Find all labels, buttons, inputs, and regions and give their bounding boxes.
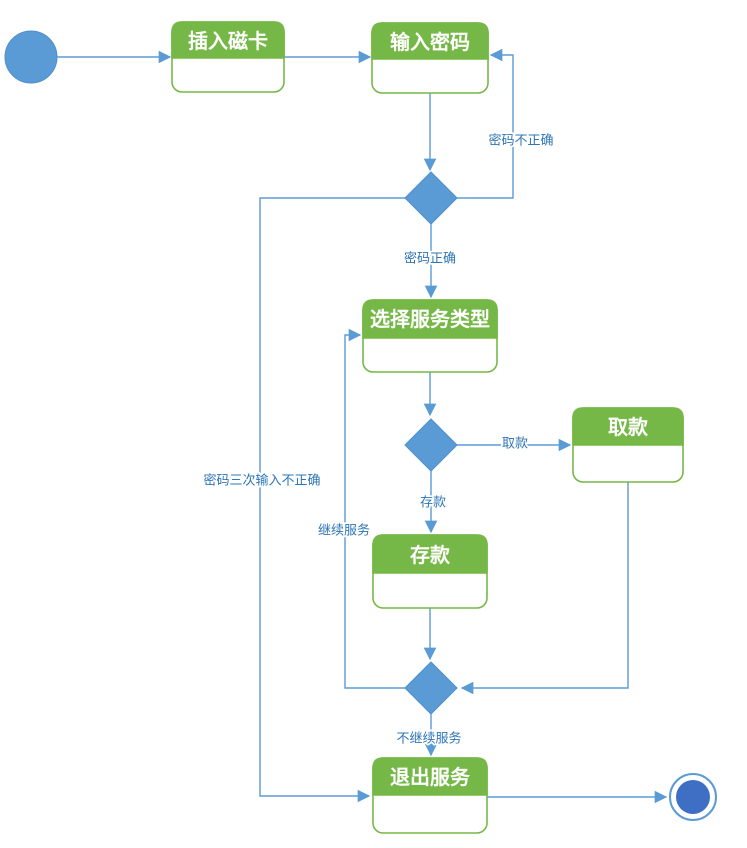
withdraw-header <box>572 407 684 446</box>
edge-continue-service-loop <box>344 328 405 689</box>
exit-service-header <box>372 757 488 796</box>
enter-password-header <box>371 22 489 60</box>
edge-label-password-correct: 密码正确 <box>404 251 456 267</box>
edge-label-password-three-times: 密码三次输入不正确 <box>203 473 320 489</box>
node-select-service: 选择服务类型 <box>362 299 498 373</box>
insert-card-label: 插入磁卡 <box>188 29 268 53</box>
edge-label-deposit: 存款 <box>420 496 446 511</box>
deposit-label: 存款 <box>410 543 451 567</box>
withdraw-label: 取款 <box>608 415 649 439</box>
edge-label-withdraw: 取款 <box>502 437 528 452</box>
edge-label-continue-service: 继续服务 <box>318 523 370 539</box>
initial-state-circle <box>4 30 58 84</box>
node-exit-service: 退出服务 <box>372 757 488 834</box>
node-deposit: 存款 <box>372 534 488 609</box>
edge-label-password-incorrect: 密码不正确 <box>488 133 553 149</box>
decision-password-check <box>404 171 458 225</box>
insert-card-header <box>171 21 285 59</box>
select-service-label: 选择服务类型 <box>370 307 490 331</box>
node-initial-state <box>4 30 58 84</box>
edge-password-incorrect-loop <box>457 48 514 199</box>
edge-password-three-times-to-exit <box>259 197 405 803</box>
select-service-header <box>362 299 498 339</box>
edge-withdraw-to-merge <box>460 482 629 695</box>
enter-password-label: 输入密码 <box>390 30 470 54</box>
decision-service-branch <box>404 418 458 472</box>
exit-service-label: 退出服务 <box>390 765 471 789</box>
node-final-state <box>669 773 717 821</box>
final-state-circle <box>676 780 710 814</box>
node-enter-password: 输入密码 <box>371 22 489 94</box>
node-insert-card: 插入磁卡 <box>171 21 285 93</box>
node-withdraw: 取款 <box>572 407 684 483</box>
edge-label-not-continue-service: 不继续服务 <box>396 731 461 747</box>
deposit-header <box>372 534 488 574</box>
decision-service-merge <box>404 661 458 715</box>
